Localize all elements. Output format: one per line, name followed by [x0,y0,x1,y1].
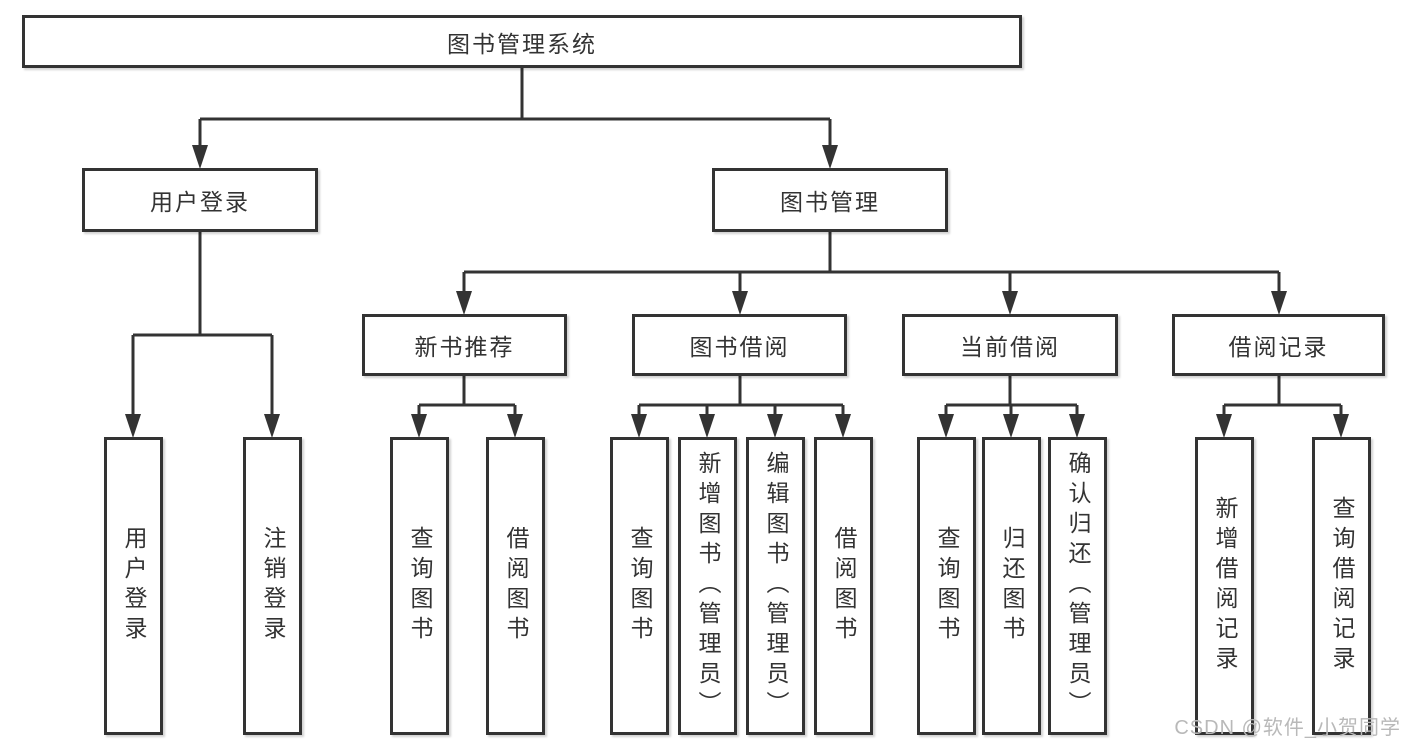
node-current-borrow: 当前借阅 [902,314,1118,376]
leaf-confirm-return-admin: 确认归还（管理员） [1048,437,1107,735]
node-user-login: 用户登录 [82,168,318,232]
node-root-system: 图书管理系统 [22,15,1022,68]
arrowhead [835,414,851,438]
arrowhead [938,414,954,438]
arrowhead [1333,414,1349,438]
arrowhead [125,414,141,438]
node-book-management: 图书管理 [712,168,948,232]
arrowhead [1216,414,1232,438]
csdn-watermark: CSDN @软件_小贺同学 [1174,717,1401,739]
node-book-borrow: 图书借阅 [632,314,847,376]
connector-new-book-branch [411,376,523,438]
leaf-return-books: 归还图书 [982,437,1041,735]
connector-book-mgmt-branch [456,232,1287,315]
arrowhead [456,291,472,315]
leaf-current-query-books: 查询图书 [917,437,976,735]
arrowhead [411,414,427,438]
arrowhead [1002,291,1018,315]
arrowhead [264,414,280,438]
arrowhead [631,414,647,438]
connector-current-borrow-branch [938,376,1085,438]
arrowhead [507,414,523,438]
leaf-user-login: 用户登录 [104,437,163,735]
arrowhead [822,145,838,169]
connector-borrow-records-branch [1216,376,1349,438]
leaf-logout: 注销登录 [243,437,302,735]
arrowhead [1069,414,1085,438]
leaf-add-borrow-record: 新增借阅记录 [1195,437,1254,735]
leaf-query-borrow-record: 查询借阅记录 [1312,437,1371,735]
connector-book-borrow-branch [631,376,851,438]
leaf-edit-books-admin: 编辑图书（管理员） [746,437,805,735]
arrowhead [732,291,748,315]
node-borrow-records: 借阅记录 [1172,314,1385,376]
arrowhead [192,145,208,169]
arrowhead [1271,291,1287,315]
leaf-recommend-query-books: 查询图书 [390,437,449,735]
arrowhead [1003,414,1019,438]
connector-user-login-branch [125,232,280,438]
leaf-recommend-borrow-books: 借阅图书 [486,437,545,735]
leaf-borrow-query-books: 查询图书 [610,437,669,735]
arrowhead [767,414,783,438]
leaf-add-books-admin: 新增图书（管理员） [678,437,737,735]
connector-root-to-level2 [192,68,838,169]
leaf-borrow-books: 借阅图书 [814,437,873,735]
arrowhead [699,414,715,438]
node-new-book-recommend: 新书推荐 [362,314,567,376]
